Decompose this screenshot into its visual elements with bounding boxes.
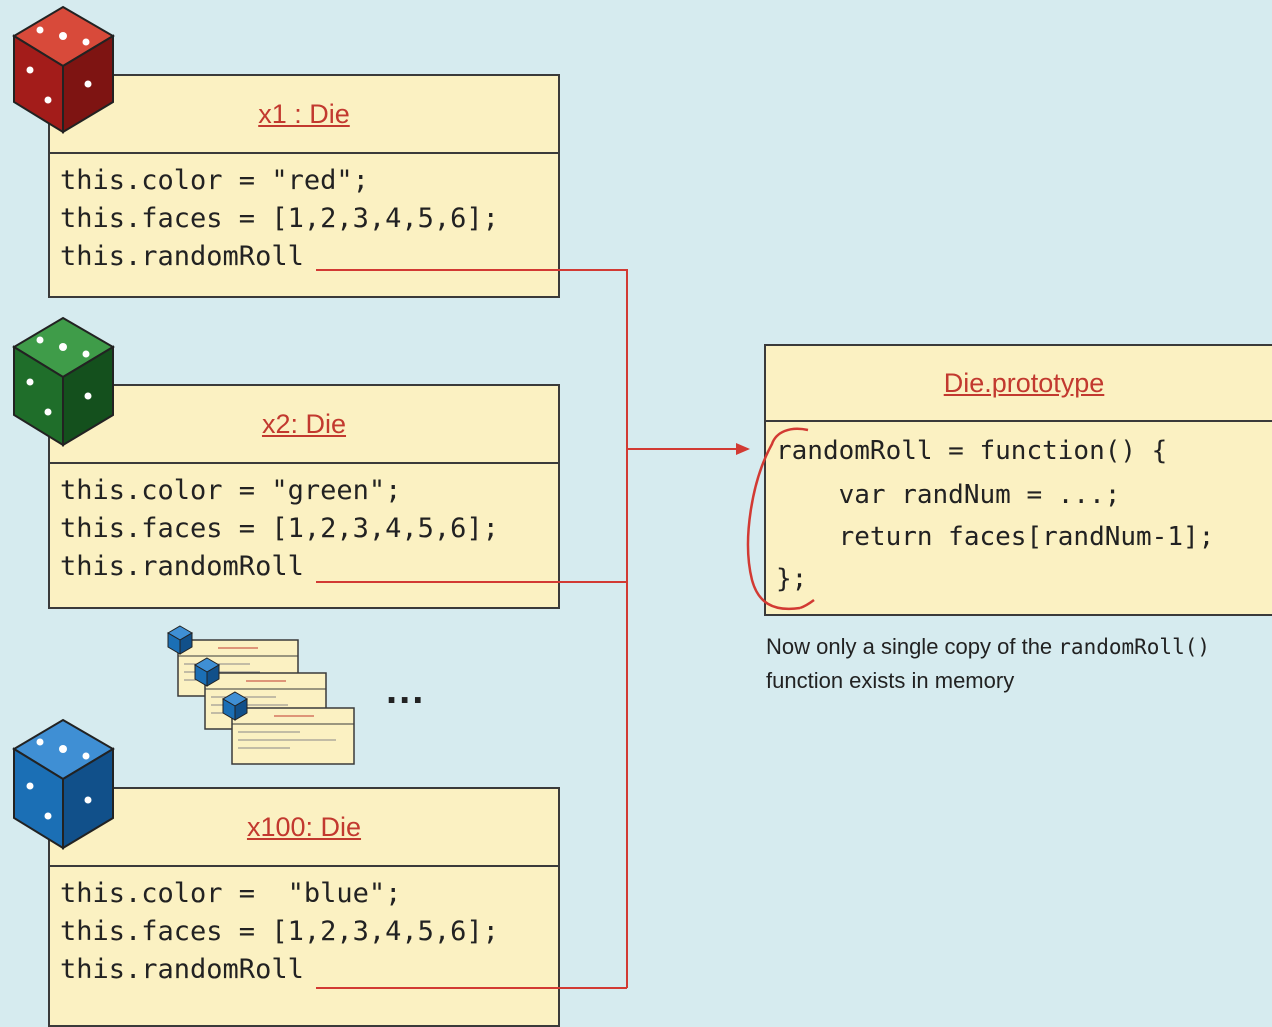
color-line: this.color = "blue"; xyxy=(60,878,402,909)
function-bracket xyxy=(746,427,815,611)
object-body-x100: this.color = "blue"; this.faces = [1,2,3,… xyxy=(50,867,558,989)
prototype-line-1: randomRoll = function() { xyxy=(776,436,1168,466)
mini-object-box xyxy=(222,691,355,765)
blue-die-icon xyxy=(12,718,115,850)
prototype-title: Die.prototype xyxy=(766,346,1272,422)
red-die-icon xyxy=(12,5,115,134)
object-title-x100: x100: Die xyxy=(50,789,558,867)
object-body-x1: this.color = "red"; this.faces = [1,2,3,4… xyxy=(50,154,558,276)
ellipsis: ... xyxy=(386,668,426,712)
caption: Now only a single copy of the randomRoll… xyxy=(766,630,1272,697)
green-die-icon xyxy=(12,316,115,447)
faces-line: this.faces = [1,2,3,4,5,6]; xyxy=(60,916,499,947)
object-body-x2: this.color = "green"; this.faces = [1,2,3… xyxy=(50,464,558,586)
faces-line: this.faces = [1,2,3,4,5,6]; xyxy=(60,513,499,544)
object-box-x1: x1 : Die this.color = "red"; this.faces =… xyxy=(48,74,560,298)
mini-object-stack xyxy=(167,625,355,765)
caption-line-2: function exists in memory xyxy=(766,668,1015,693)
roll-line: this.randomRoll xyxy=(60,241,304,272)
object-box-x2: x2: Die this.color = "green"; this.faces … xyxy=(48,384,560,609)
caption-code: randomRoll() xyxy=(1058,635,1210,659)
caption-pre: Now only a single copy of the xyxy=(766,634,1059,659)
prototype-box: Die.prototype randomRoll = function() { … xyxy=(764,344,1272,616)
faces-line: this.faces = [1,2,3,4,5,6]; xyxy=(60,203,499,234)
prototype-line-2: var randNum = ...; xyxy=(776,480,1121,510)
prototype-line-3: return faces[randNum-1]; xyxy=(776,522,1215,552)
connector-x1 xyxy=(316,269,628,988)
object-title-x2: x2: Die xyxy=(50,386,558,464)
caption-line-1: Now only a single copy of the randomRoll… xyxy=(766,630,1272,664)
color-line: this.color = "green"; xyxy=(60,475,402,506)
connector-lines xyxy=(316,269,750,989)
prototype-line-4: }; xyxy=(776,564,808,594)
roll-line: this.randomRoll xyxy=(60,954,304,985)
roll-line: this.randomRoll xyxy=(60,551,304,582)
object-title-x1: x1 : Die xyxy=(50,76,558,154)
color-line: this.color = "red"; xyxy=(60,165,369,196)
